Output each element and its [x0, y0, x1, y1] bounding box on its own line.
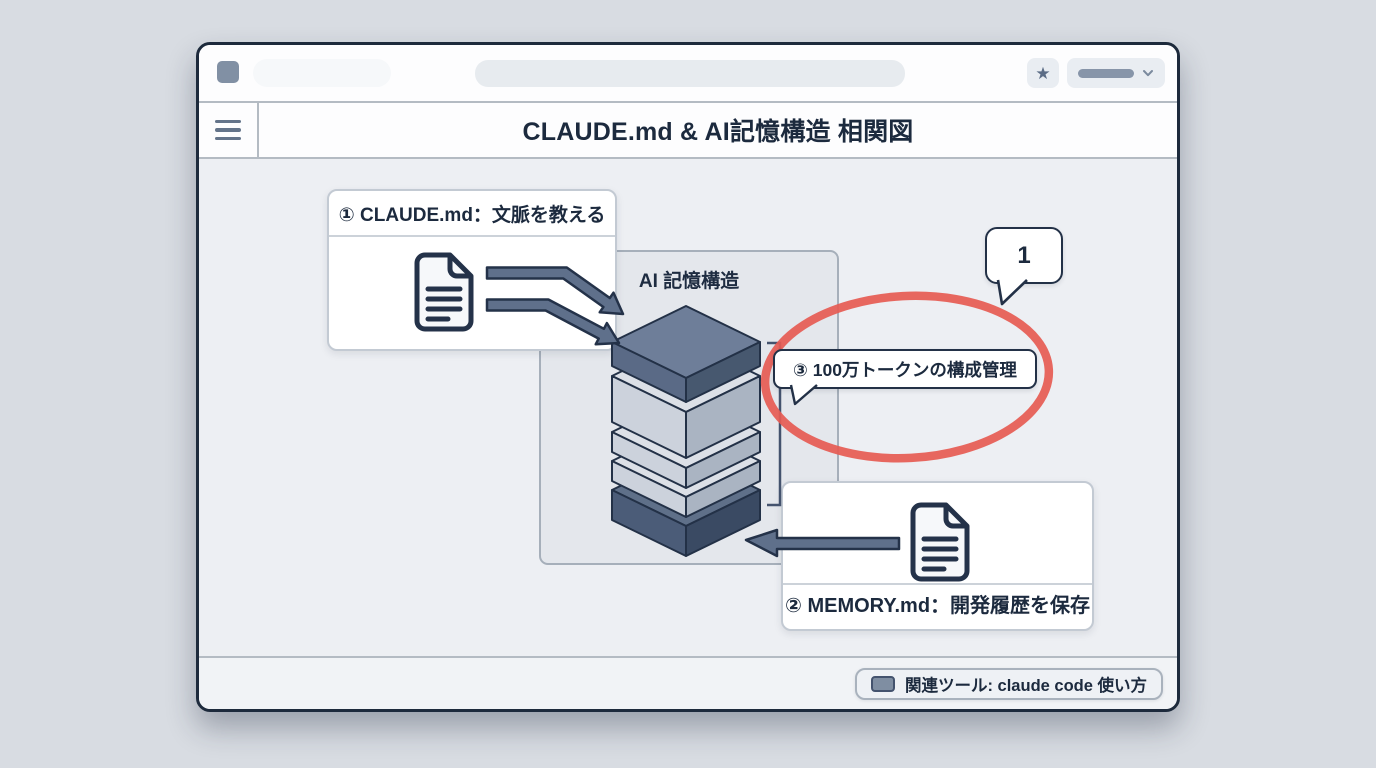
document-icon: [910, 502, 970, 582]
profile-dropdown[interactable]: [1067, 58, 1165, 88]
related-tool-label: 関連ツール: claude code 使い方: [904, 677, 1147, 695]
tool-icon: [870, 676, 895, 692]
diagram-canvas: AI 記憶構造 ① CLAUDE.md：文脈を教える ② MEMORY.md：開…: [199, 159, 1177, 656]
bubble-1-label: 1: [1017, 241, 1031, 269]
browser-tab[interactable]: [253, 59, 391, 87]
memory-md-label: ② MEMORY.md：開発履歴を保存: [783, 583, 1092, 621]
dropdown-value-bar: [1078, 68, 1134, 78]
annotation-bubble-1: 1: [985, 227, 1063, 306]
callout-label: ③ 100万トークンの構成管理: [793, 359, 1017, 380]
claude-md-card: ① CLAUDE.md：文脈を教える: [327, 189, 617, 351]
claude-md-label: ① CLAUDE.md：文脈を教える: [329, 191, 615, 237]
memory-structure-title: AI 記憶構造: [638, 271, 740, 292]
bookmark-star-button[interactable]: ★: [1027, 58, 1059, 88]
document-icon: [414, 252, 474, 332]
title-bar: CLAUDE.md & AI記憶構造 相関図: [199, 101, 1177, 159]
star-icon: ★: [1035, 63, 1051, 83]
browser-window: ★ CLAUDE.md & AI記憶構造 相関図 AI 記憶構造 ① CLAUD…: [196, 42, 1180, 712]
memory-md-card: ② MEMORY.md：開発履歴を保存: [781, 481, 1094, 631]
app-icon: [217, 61, 239, 83]
footer-bar: 関連ツール: claude code 使い方: [199, 656, 1177, 709]
callout-token-management: ③ 100万トークンの構成管理: [773, 349, 1037, 406]
speech-tail: [996, 279, 1028, 306]
page-title: CLAUDE.md & AI記憶構造 相関図: [522, 118, 914, 146]
related-tool-badge[interactable]: 関連ツール: claude code 使い方: [854, 668, 1163, 700]
menu-button[interactable]: [199, 103, 259, 157]
address-bar[interactable]: [475, 60, 905, 87]
chevron-down-icon: [1143, 70, 1153, 77]
speech-tail: [789, 384, 818, 406]
browser-chrome: ★: [199, 45, 1177, 101]
hamburger-icon: [215, 119, 241, 124]
